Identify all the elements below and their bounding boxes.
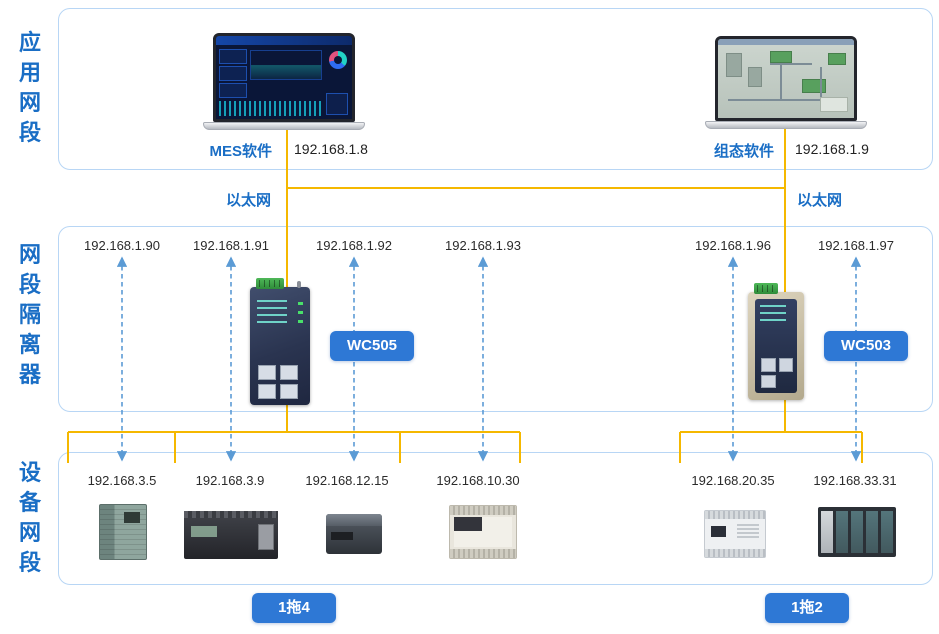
delta-dvp-plc-image	[704, 510, 766, 558]
wan-ip-label: 192.168.1.92	[316, 238, 392, 253]
mitsubishi-fx-plc-image	[449, 505, 517, 559]
wan-ip-label: 192.168.1.93	[445, 238, 521, 253]
compact-plc-image	[326, 514, 382, 554]
device-segment-label: 设备网段	[18, 460, 41, 575]
laptop-base	[203, 122, 365, 130]
wan-ip-label: 192.168.1.97	[818, 238, 894, 253]
isolator-segment-label: 网段隔离器	[18, 242, 41, 387]
status-leds	[298, 302, 303, 326]
wan-ip-label: 192.168.1.90	[84, 238, 160, 253]
siemens-s7-300-plc-image	[99, 504, 147, 560]
terminal-block	[754, 283, 778, 294]
wc503-gateway-image	[748, 283, 804, 400]
device-ip-label: 192.168.3.5	[87, 473, 157, 488]
ethernet-ports	[258, 365, 298, 399]
app-segment-label: 应用网段	[18, 30, 41, 145]
siemens-s7-200-plc-image	[184, 511, 278, 559]
wc505-gateway-image	[250, 278, 310, 405]
device-ip-label: 192.168.20.35	[691, 473, 775, 488]
mes-host-ip: 192.168.1.8	[294, 141, 368, 157]
scada-host-ip: 192.168.1.9	[795, 141, 869, 157]
device-ip-label: 192.168.3.9	[195, 473, 265, 488]
right-group-badge: 1拖2	[765, 593, 849, 623]
ethernet-ports	[761, 358, 793, 388]
wan-ip-label: 192.168.1.91	[193, 238, 269, 253]
mes-host-label: MES软件	[209, 143, 272, 160]
wc505-badge: WC505	[330, 331, 414, 361]
antenna	[297, 281, 301, 288]
device-ip-label: 192.168.12.15	[305, 473, 389, 488]
terminal-block	[256, 278, 284, 289]
scada-laptop-screen	[715, 36, 857, 121]
mitsubishi-q-plc-image	[818, 507, 896, 557]
ethernet-label-right: 以太网	[797, 192, 843, 209]
ethernet-label-left: 以太网	[226, 192, 272, 209]
scada-host-label: 组态软件	[713, 143, 774, 160]
laptop-base	[705, 121, 867, 129]
wc503-badge: WC503	[824, 331, 908, 361]
left-group-badge: 1拖4	[252, 593, 336, 623]
device-ip-label: 192.168.10.30	[436, 473, 520, 488]
wan-ip-label: 192.168.1.96	[695, 238, 771, 253]
device-ip-label: 192.168.33.31	[813, 473, 897, 488]
mes-laptop-screen	[213, 33, 355, 122]
